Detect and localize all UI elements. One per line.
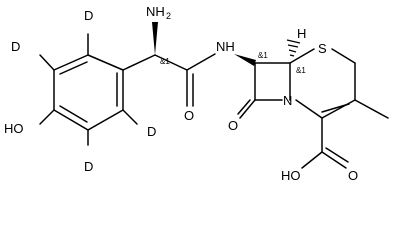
amide-o-label: O bbox=[184, 108, 194, 123]
acid-co-bond bbox=[321, 151, 347, 169]
deuterium-left: D bbox=[11, 39, 20, 54]
bridgehead-h-label: H bbox=[297, 26, 306, 41]
dihydrothiazine-ring bbox=[289, 48, 356, 119]
phenol-bond bbox=[39, 109, 55, 125]
acid-o-label: O bbox=[348, 168, 358, 183]
ring-s-label: S bbox=[318, 41, 327, 56]
acid-oh-label: HO bbox=[281, 168, 301, 183]
cefadroxil-d4-structure: D D D D HO NH 2 &1 O NH &1 &1 H S N O HO… bbox=[4, 4, 389, 183]
carbonyl-to-nh-bond bbox=[186, 53, 216, 71]
c6-hashed-bond bbox=[286, 39, 301, 57]
lactam-carbonyl-bond bbox=[239, 99, 256, 119]
deuterium-right: D bbox=[147, 124, 156, 139]
ring-to-alpha-bond bbox=[122, 54, 156, 71]
phenol-oh-label: HO bbox=[4, 121, 24, 136]
deuterium-top: D bbox=[84, 8, 93, 23]
beta-lactam-ring bbox=[254, 62, 291, 101]
stereo-label-c6: &1 bbox=[296, 66, 306, 75]
alpha-wedge-bond bbox=[152, 22, 158, 55]
amine-label: NH bbox=[146, 4, 165, 19]
amide-nh-label: NH bbox=[216, 39, 235, 54]
methyl-bond bbox=[354, 99, 389, 119]
deuterium-bonds bbox=[39, 33, 138, 146]
alpha-to-carbonyl-bond bbox=[154, 54, 188, 71]
c7-wedge-bond bbox=[234, 54, 256, 66]
deuterium-bottom: D bbox=[84, 159, 93, 174]
acid-co-bond-2 bbox=[325, 147, 349, 163]
stereo-label-c7: &1 bbox=[258, 51, 268, 60]
ring-n-label: N bbox=[283, 93, 292, 108]
phenyl-ring bbox=[53, 54, 124, 131]
stereo-label-alpha: &1 bbox=[160, 57, 170, 66]
lactam-carbonyl-bond-2 bbox=[237, 99, 251, 115]
lactam-o-label: O bbox=[228, 118, 238, 133]
amine-subscript: 2 bbox=[166, 11, 171, 21]
acid-oh-bond bbox=[301, 151, 323, 169]
